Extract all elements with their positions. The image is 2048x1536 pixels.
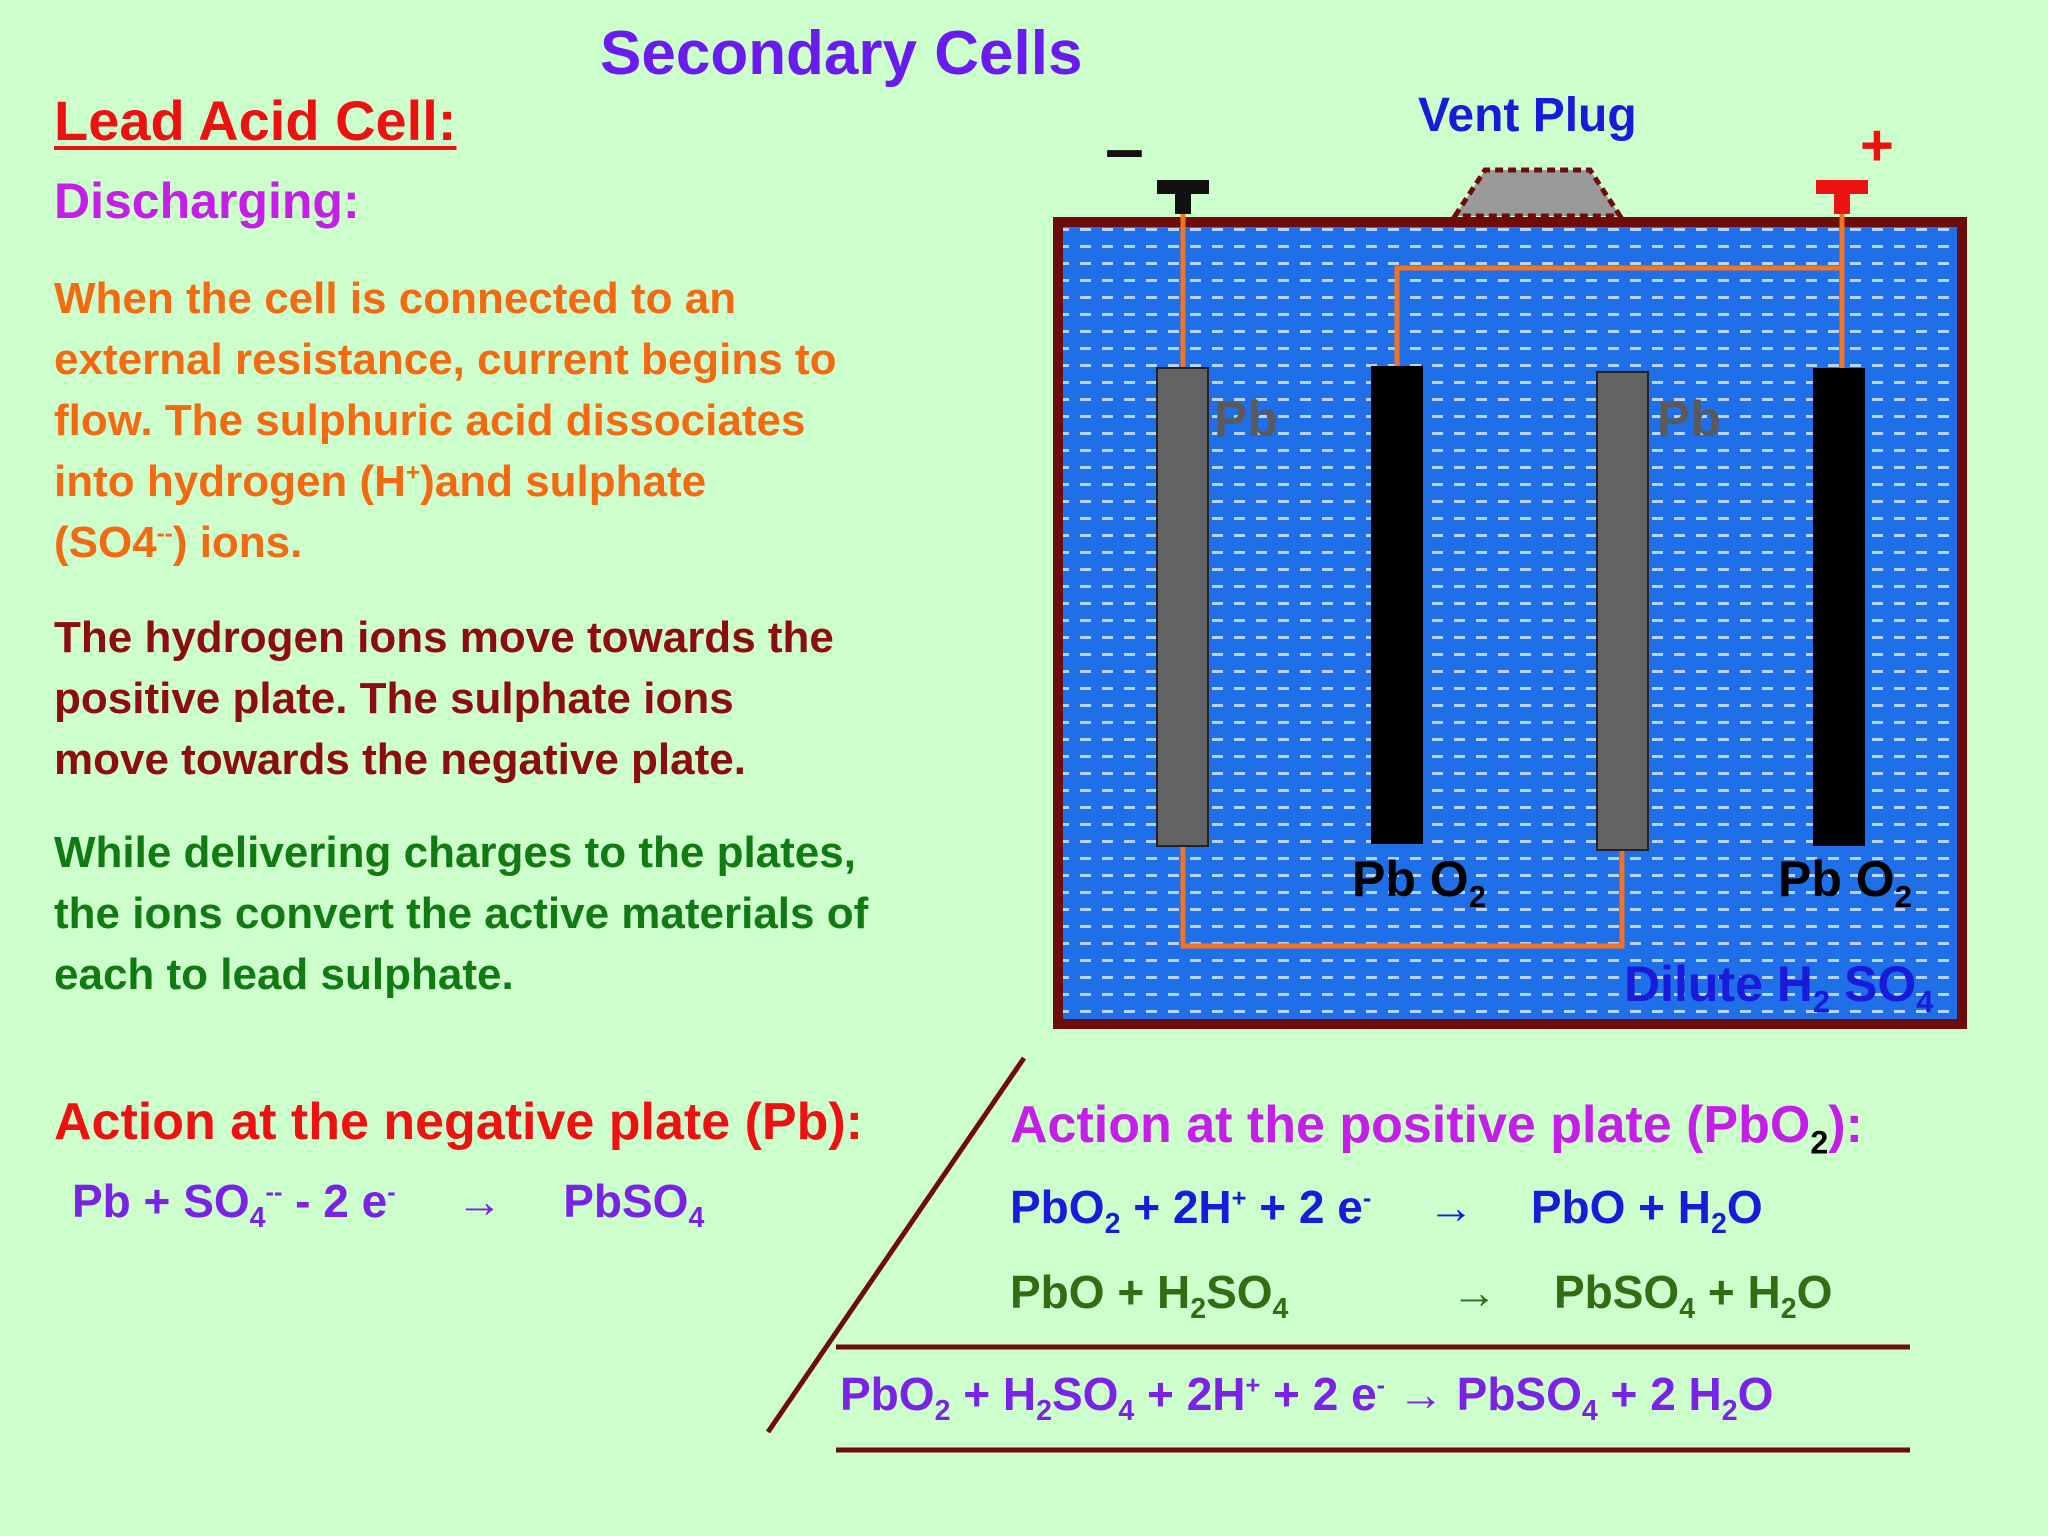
overall-positive-equation: PbO2 + H2SO4 + 2H+ + 2 e- → PbSO4 + 2 H2…: [840, 1368, 1774, 1427]
negative-action-title: Action at the negative plate (Pb):: [54, 1093, 863, 1151]
positive-terminal-label: +: [1860, 113, 1894, 178]
positive-action-title: Action at the positive plate (PbO2):: [1010, 1096, 1863, 1161]
positive-plate-1: [1371, 366, 1423, 844]
negative-terminal-label: –: [1105, 109, 1144, 187]
subheading-discharging: Discharging:: [54, 173, 360, 229]
diagonal-divider: [765, 1056, 1027, 1434]
pbo2-label-1: Pb O2: [1352, 851, 1486, 914]
negative-plate-1: [1156, 367, 1209, 847]
positive-plate-2: [1813, 368, 1865, 846]
positive-equation-1: PbO2 + 2H+ + 2 e- → PbO + H2O: [1010, 1181, 1763, 1240]
paragraph-dissociation: When the cell is connected to an externa…: [54, 274, 837, 567]
negative-plate-equation: Pb + SO4-- - 2 e- → PbSO4: [72, 1175, 705, 1234]
paragraph-conversion: While delivering charges to the plates, …: [54, 828, 869, 999]
paragraph-ion-movement: The hydrogen ions move towards the posit…: [54, 613, 834, 784]
vent-plug: [1450, 167, 1625, 219]
pb-label-2: Pb: [1657, 391, 1721, 447]
pb-label-1: Pb: [1214, 391, 1278, 447]
positive-equation-2: PbO + H2SO4 → PbSO4 + H2O: [1010, 1266, 1833, 1325]
electrolyte-label: Dilute H2 SO4: [1624, 956, 1934, 1019]
negative-plate-2: [1596, 371, 1649, 851]
vent-plug-label: Vent Plug: [1418, 89, 1637, 142]
page-title: Secondary Cells: [600, 19, 1083, 88]
positive-terminal: [1816, 180, 1868, 214]
negative-terminal: [1157, 180, 1209, 214]
section-heading: Lead Acid Cell:: [54, 89, 457, 152]
pbo2-label-2: Pb O2: [1778, 851, 1912, 914]
connecting-wires: [1180, 214, 1845, 949]
